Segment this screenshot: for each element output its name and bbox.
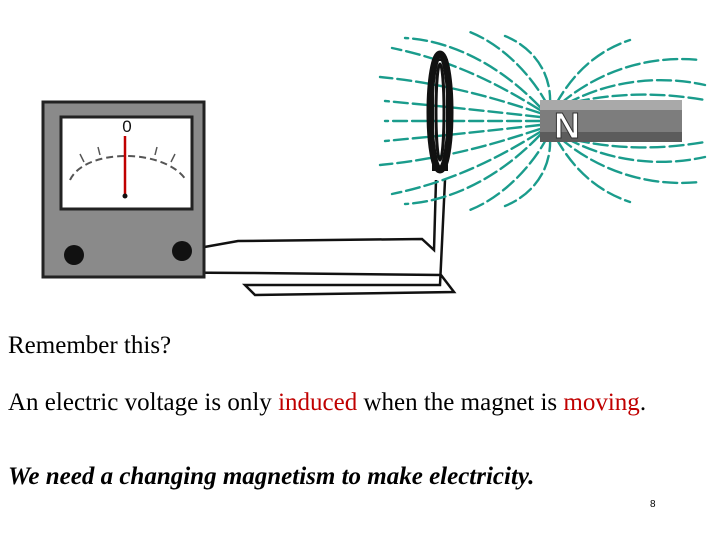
bar-magnet: N bbox=[540, 100, 682, 147]
statement-part2: when the magnet is bbox=[357, 389, 564, 416]
statement-part1: An electric voltage is only bbox=[8, 389, 279, 416]
statement-part3: . bbox=[639, 389, 647, 416]
wire-coil bbox=[426, 50, 454, 174]
galvanometer: 0 bbox=[41, 100, 206, 279]
meter-zero-label: 0 bbox=[122, 117, 131, 136]
remember-heading: Remember this? bbox=[8, 332, 172, 359]
meter-scale-arc bbox=[69, 155, 187, 181]
galvanometer-coil-magnet-illustration: N 0 bbox=[41, 30, 707, 297]
conclusion-text: We need a changing magnetism to make ele… bbox=[8, 463, 535, 490]
terminal-negative bbox=[64, 245, 84, 265]
magnet-pole-label: N bbox=[554, 105, 580, 146]
page-number: 8 bbox=[650, 499, 656, 510]
statement-highlight-induced: induced bbox=[278, 389, 358, 416]
induction-statement: An electric voltage is only induced when… bbox=[8, 388, 713, 418]
terminal-positive bbox=[172, 241, 192, 261]
statement-highlight-moving: moving bbox=[563, 389, 640, 416]
